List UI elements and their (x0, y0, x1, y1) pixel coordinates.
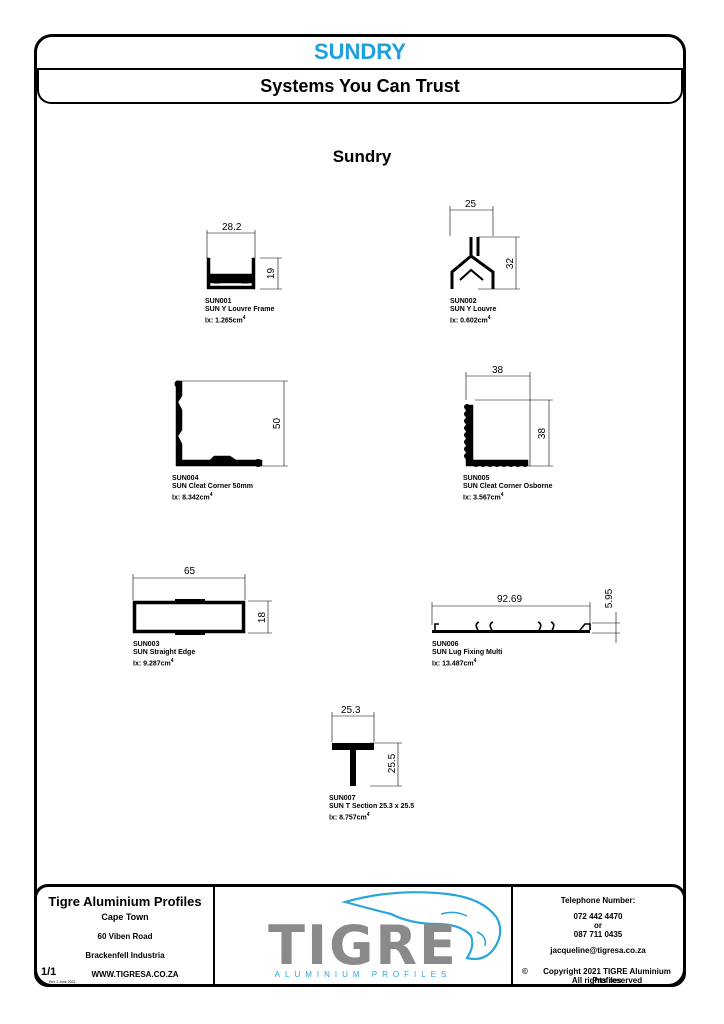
sun002-height-label: 32 (505, 257, 517, 270)
profile-name: SUN Cleat Corner 50mm (172, 483, 253, 490)
caption-sun007: SUN007 SUN T Section 25.3 x 25.5 Ix: 8.7… (329, 795, 414, 822)
contact-info: Telephone Number: 072 442 4470 or 087 71… (513, 884, 683, 987)
logo-tagline: ALUMINIUM PROFILES (274, 970, 452, 979)
copyright-text: Copyright 2021 TIGRE Aluminium Profiles (543, 967, 671, 985)
profile-name: SUN Y Louvre (450, 306, 497, 313)
sun007-height-label: 25.5 (387, 753, 399, 774)
profile-ix: Ix: 13.487cm4 (432, 658, 477, 668)
phone-or: or (594, 921, 602, 930)
sun001-height-label: 19 (266, 267, 278, 280)
profile-code: SUN002 (450, 298, 477, 305)
caption-sun005: SUN005 SUN Cleat Corner Osborne Ix: 3.56… (463, 475, 552, 502)
sun006-width-label: 92.69 (497, 594, 523, 605)
company-info: Tigre Aluminium Profiles Cape Town 60 Vi… (37, 884, 213, 987)
profile-ix: Ix: 3.567cm4 (463, 492, 504, 502)
logo-wordmark: TIGRE (268, 914, 458, 977)
profile-name: SUN Straight Edge (133, 649, 196, 656)
page-title: SUNDRY (313, 39, 407, 64)
sun002-width-label: 25 (465, 199, 477, 210)
caption-sun003: SUN003 SUN Straight Edge Ix: 9.287cm4 (133, 641, 195, 668)
page-subtitle: Systems You Can Trust (260, 76, 460, 96)
profile-ix: Ix: 8.342cm4 (172, 492, 213, 502)
profile-ix: Ix: 1.265cm4 (205, 315, 246, 325)
caption-sun002: SUN002 SUN Y Louvre Ix: 0.602cm4 (450, 298, 496, 325)
caption-sun001: SUN001 SUN Y Louvre Frame Ix: 1.265cm4 (205, 298, 274, 325)
sun005-width-label: 38 (492, 365, 504, 376)
profile-ix: Ix: 8.757cm4 (329, 812, 370, 822)
logo-panel: TIGRE ALUMINIUM PROFILES (213, 884, 513, 987)
profile-code: SUN003 (133, 641, 160, 648)
sun005-height-label: 38 (537, 427, 549, 440)
phone-label: Telephone Number: (560, 896, 636, 905)
company-street: 60 Viben Road (97, 932, 153, 941)
sun006-height-label: 5.95 (604, 588, 616, 609)
page-number: 1/1 (41, 966, 57, 978)
profile-ix: Ix: 0.602cm4 (450, 315, 491, 325)
profile-name: SUN Cleat Corner Osborne (463, 483, 553, 490)
profile-ix: Ix: 9.287cm4 (133, 658, 174, 668)
caption-sun004: SUN004 SUN Cleat Corner 50mm Ix: 8.342cm… (172, 475, 253, 502)
phone-number-2: 087 711 0435 (573, 930, 623, 939)
company-website[interactable]: WWW.TIGRESA.CO.ZA (91, 970, 179, 979)
section-title: Sundry (332, 147, 392, 166)
phone-number-1: 072 442 4470 (573, 912, 623, 921)
profile-code: SUN006 (432, 641, 459, 648)
subtitle-band: Systems You Can Trust (37, 70, 683, 104)
sun001-width-label: 28.2 (222, 222, 242, 233)
title-band: SUNDRY (34, 34, 686, 70)
sun007-width-label: 25.3 (341, 705, 361, 716)
company-area: Brackenfell Industria (85, 951, 165, 960)
sun004-height-label: 50 (272, 417, 284, 430)
profile-name: SUN T Section 25.3 x 25.5 (329, 803, 415, 810)
email-address[interactable]: jacqueline@tigresa.co.za (550, 946, 646, 955)
sun003-width-label: 65 (184, 566, 196, 577)
rights-text: All rights reserved (571, 976, 643, 985)
sun003-height-label: 18 (257, 611, 269, 624)
profile-code: SUN001 (205, 298, 232, 305)
profile-name: SUN Y Louvre Frame (205, 306, 275, 313)
tiger-logo-icon (340, 891, 502, 961)
copyright-icon: © (522, 967, 528, 976)
profile-code: SUN007 (329, 795, 356, 802)
company-city: Cape Town (101, 912, 149, 922)
profile-code: SUN004 (172, 475, 199, 482)
revision-note: Rev 1 June 2021 (49, 980, 76, 984)
profile-code: SUN005 (463, 475, 490, 482)
caption-sun006: SUN006 SUN Lug Fixing Multi Ix: 13.487cm… (432, 641, 502, 668)
title-block (34, 884, 686, 987)
company-name: Tigre Aluminium Profiles (48, 894, 202, 909)
profile-name: SUN Lug Fixing Multi (432, 649, 503, 656)
